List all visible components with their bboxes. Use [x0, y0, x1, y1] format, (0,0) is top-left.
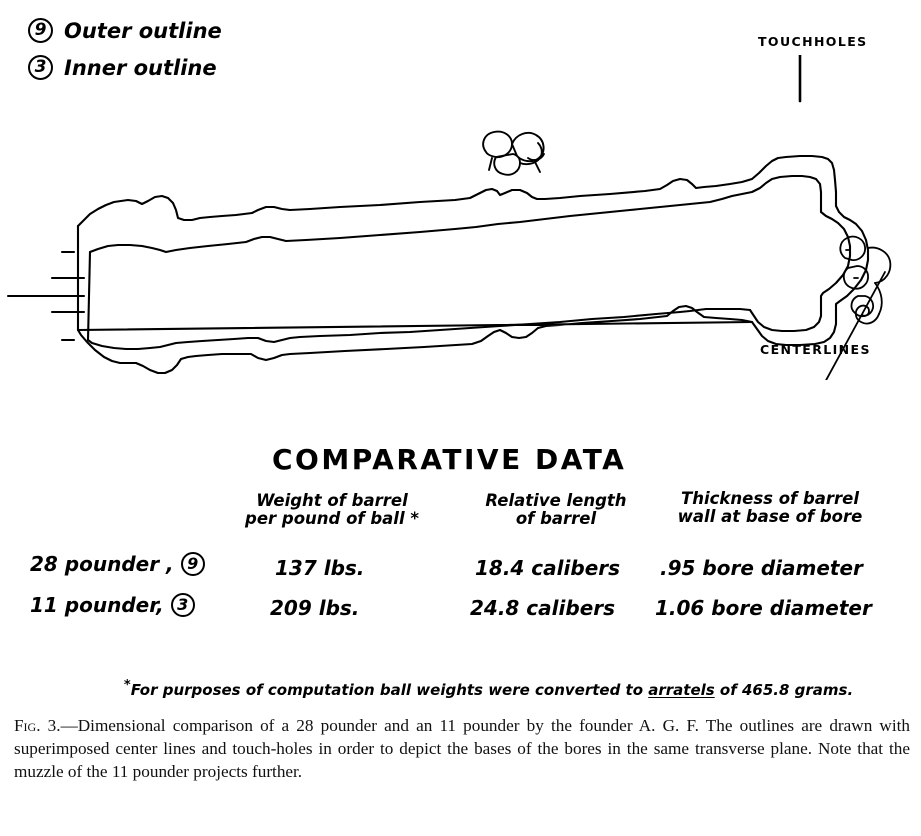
legend: 9 Outer outline 3 Inner outline	[28, 18, 222, 80]
inner-outline-breech	[748, 210, 852, 333]
footnote-text-post: of 465.8 grams.	[714, 681, 854, 699]
row-label-11-pounder-text: 11 pounder,	[30, 593, 164, 617]
legend-item-inner: 3 Inner outline	[28, 55, 222, 80]
touchhole-ring-b	[511, 131, 545, 163]
cell-28-relative-length: 18.4 calibers	[475, 556, 621, 580]
cell-11-weight: 209 lbs.	[270, 596, 360, 620]
cell-28-weight: 137 lbs.	[275, 556, 365, 580]
centerlines-annotation-label: CENTERLINES	[760, 342, 871, 357]
inner-outline-muzzle-face	[86, 250, 92, 342]
legend-label-outer: Outer outline	[64, 18, 222, 43]
cannon-diagram	[0, 100, 921, 380]
figure-caption: Fig. 3.—Dimensional comparison of a 28 p…	[14, 714, 910, 783]
outer-outline-bottom	[76, 304, 754, 375]
table-footnote: *For purposes of computation ball weight…	[103, 660, 853, 717]
cascabel-ring-b	[842, 265, 869, 290]
cascabel-ornament-group	[839, 235, 892, 325]
touchhole-stem-left	[488, 157, 493, 171]
cannon-outline-svg	[6, 130, 892, 380]
legend-item-outer: 9 Outer outline	[28, 18, 222, 43]
centerlines-leader-line	[825, 271, 886, 380]
inner-outline-top	[88, 174, 823, 254]
footnote-text-pre: For purposes of computation ball weights…	[130, 681, 649, 699]
comparative-data-title: COMPARATIVE DATA	[272, 443, 627, 476]
row-label-28-pounder: 28 pounder , 9	[30, 552, 205, 576]
column-header-relative-length: Relative length of barrel	[485, 491, 627, 529]
cell-11-relative-length: 24.8 calibers	[470, 596, 616, 620]
figure-number: Fig. 3.	[14, 716, 61, 735]
cell-28-wall-thickness: .95 bore diameter	[660, 556, 863, 580]
column-header-weight: Weight of barrel per pound of ball *	[245, 491, 419, 529]
column-header-wall-thickness: Thickness of barrel wall at base of bore	[677, 489, 863, 527]
row-marker-11-pounder-icon: 3	[170, 593, 195, 617]
legend-marker-outer-icon: 9	[28, 18, 53, 43]
outer-outline-breech	[750, 204, 870, 347]
footnote-asterisk: *	[123, 678, 131, 693]
legend-marker-inner-icon: 3	[28, 55, 53, 80]
touchhole-ring-d	[519, 142, 543, 166]
inner-outline-bottom	[86, 307, 752, 351]
footnote-underlined-term: arratels	[648, 681, 715, 699]
cell-11-wall-thickness: 1.06 bore diameter	[655, 596, 872, 620]
outer-outline-top	[76, 154, 838, 228]
cascabel-curl	[854, 304, 880, 325]
touchhole-ring-c	[493, 153, 521, 176]
row-label-11-pounder: 11 pounder, 3	[30, 593, 195, 617]
touchhole-scroll	[527, 153, 545, 162]
touchhole-ornament-group	[482, 130, 545, 176]
figure-caption-text: —Dimensional comparison of a 28 pounder …	[14, 716, 910, 782]
legend-label-inner: Inner outline	[64, 55, 217, 80]
touchhole-stem-right	[533, 159, 541, 173]
touchholes-annotation-label: TOUCHHOLES	[758, 34, 868, 49]
cascabel-button	[867, 246, 892, 284]
cascabel-ring-a	[839, 235, 866, 261]
touchhole-ring-a	[482, 130, 513, 159]
row-label-28-pounder-text: 28 pounder ,	[30, 552, 174, 576]
cascabel-sweep	[874, 282, 883, 315]
row-marker-28-pounder-icon: 9	[180, 552, 205, 576]
touchholes-leader-svg	[798, 55, 802, 103]
